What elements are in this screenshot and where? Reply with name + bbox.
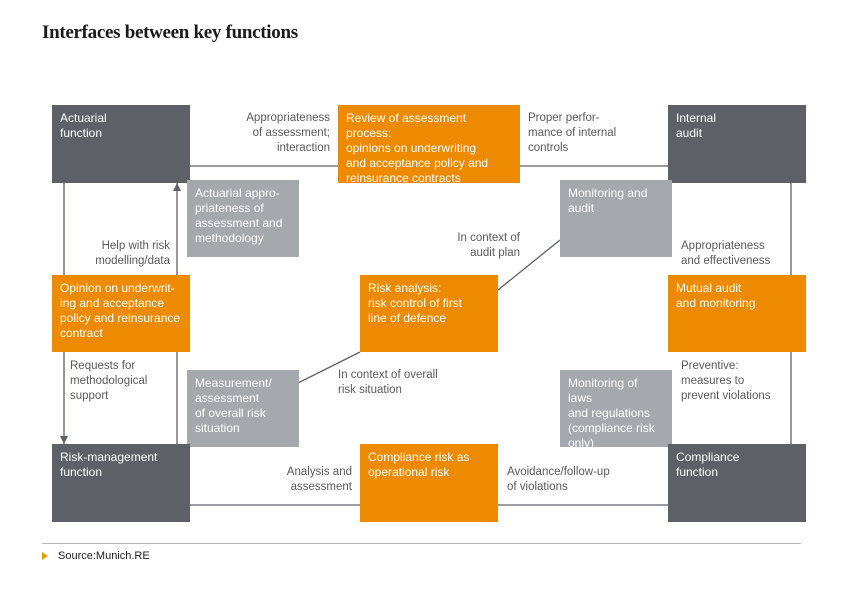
compliance-function-box: Compliance function — [668, 444, 806, 522]
label-context-overall: In context of overall risk situation — [338, 369, 438, 396]
actuarial-appropriateness-box: Actuarial appro- priateness of assessmen… — [187, 180, 299, 257]
measurement-box: Measurement/ assessment of overall risk … — [187, 370, 299, 447]
footer: Source:Munich.RE — [42, 550, 150, 562]
label-appropriateness-assessment: Appropriateness of assessment; interacti… — [246, 112, 330, 154]
footer-divider — [42, 543, 801, 544]
compliance-risk-box: Compliance risk as operational risk — [360, 444, 498, 522]
review-assessment-box: Review of assessment process: opinions o… — [338, 105, 520, 185]
label-proper-performance: Proper perfor- mance of internal control… — [528, 112, 617, 154]
bullet-arrow-icon — [42, 552, 48, 560]
internal-audit-box: Internal audit — [668, 105, 806, 183]
actuarial-function-box: Actuarial function — [52, 105, 190, 183]
label-preventive: Preventive: measures to prevent violatio… — [681, 360, 771, 402]
label-analysis-assessment: Analysis and assessment — [286, 466, 352, 493]
monitoring-audit-box: Monitoring and audit — [560, 180, 672, 257]
label-avoidance: Avoidance/follow-up of violations — [507, 466, 610, 493]
page-title: Interfaces between key functions — [42, 22, 298, 43]
monitoring-laws-box: Monitoring of laws and regulations (comp… — [560, 370, 672, 450]
risk-analysis-box: Risk analysis: risk control of first lin… — [360, 275, 498, 352]
label-help-risk-modelling: Help with risk modelling/data — [95, 240, 170, 267]
label-context-audit-plan: In context of audit plan — [457, 232, 520, 259]
opinion-underwriting-box: Opinion on underwrit- ing and acceptance… — [52, 275, 190, 352]
source-text: Source:Munich.RE — [58, 550, 150, 562]
risk-management-box: Risk-management function — [52, 444, 190, 522]
label-appropriateness-effectiveness: Appropriateness and effectiveness — [681, 240, 771, 267]
mutual-audit-box: Mutual audit and monitoring — [668, 275, 806, 352]
label-requests-support: Requests for methodological support — [70, 360, 148, 402]
